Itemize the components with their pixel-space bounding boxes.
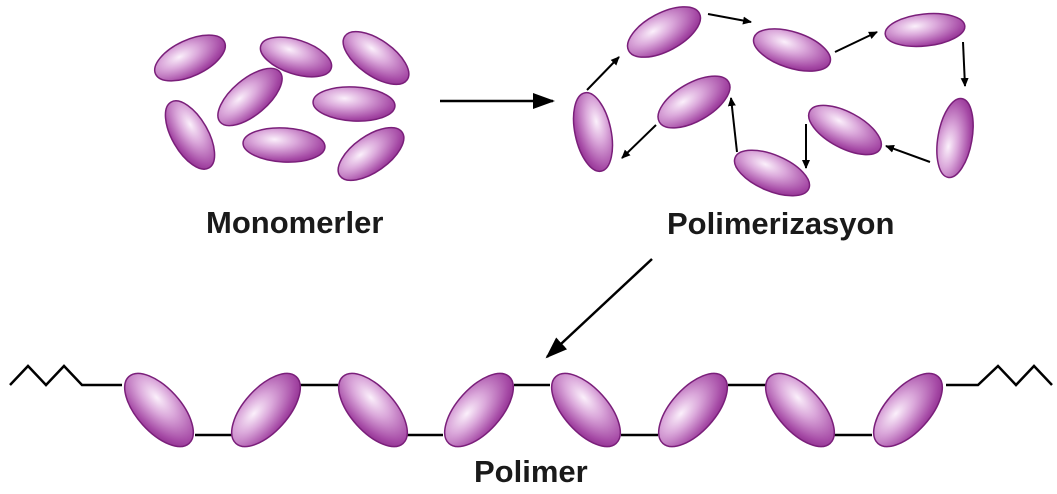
monomer [884, 10, 967, 50]
monomer [242, 126, 326, 164]
chain-arrow [886, 146, 930, 162]
monomer [335, 21, 418, 94]
chain-arrow [835, 32, 877, 52]
arrow-polymerization-to-polymer [547, 259, 652, 357]
polymer-unit [862, 362, 955, 458]
polymer-label: Polimer [474, 456, 588, 487]
monomer [312, 85, 396, 123]
monomer [155, 93, 224, 177]
monomer [620, 0, 708, 68]
polymer-chain [10, 362, 1052, 458]
polymerization-label: Polimerizasyon [667, 208, 894, 239]
monomer [801, 95, 889, 164]
monomer [567, 89, 619, 175]
monomer [650, 66, 738, 139]
polymer-unit [433, 362, 526, 458]
monomer-cluster [148, 21, 417, 190]
chain-arrow [731, 98, 737, 152]
monomer [748, 21, 835, 80]
polymer-unit [327, 362, 420, 458]
monomer [330, 117, 413, 190]
monomer [728, 141, 816, 205]
chain-arrow [708, 14, 751, 22]
polymer-end-left [10, 366, 122, 385]
chain-arrow [622, 125, 656, 158]
polymer-unit [540, 362, 633, 458]
polymerization-chain [567, 0, 979, 205]
polymer-unit [754, 362, 847, 458]
polymer-unit [113, 362, 206, 458]
chain-arrow [587, 57, 619, 90]
monomer [931, 96, 978, 181]
monomers-label: Monomerler [206, 207, 383, 238]
polymer-unit [220, 362, 313, 458]
chain-arrow [963, 42, 965, 86]
monomer [148, 26, 232, 91]
polymer-end-right [946, 366, 1052, 385]
monomer [209, 58, 292, 136]
polymer-unit [647, 362, 740, 458]
